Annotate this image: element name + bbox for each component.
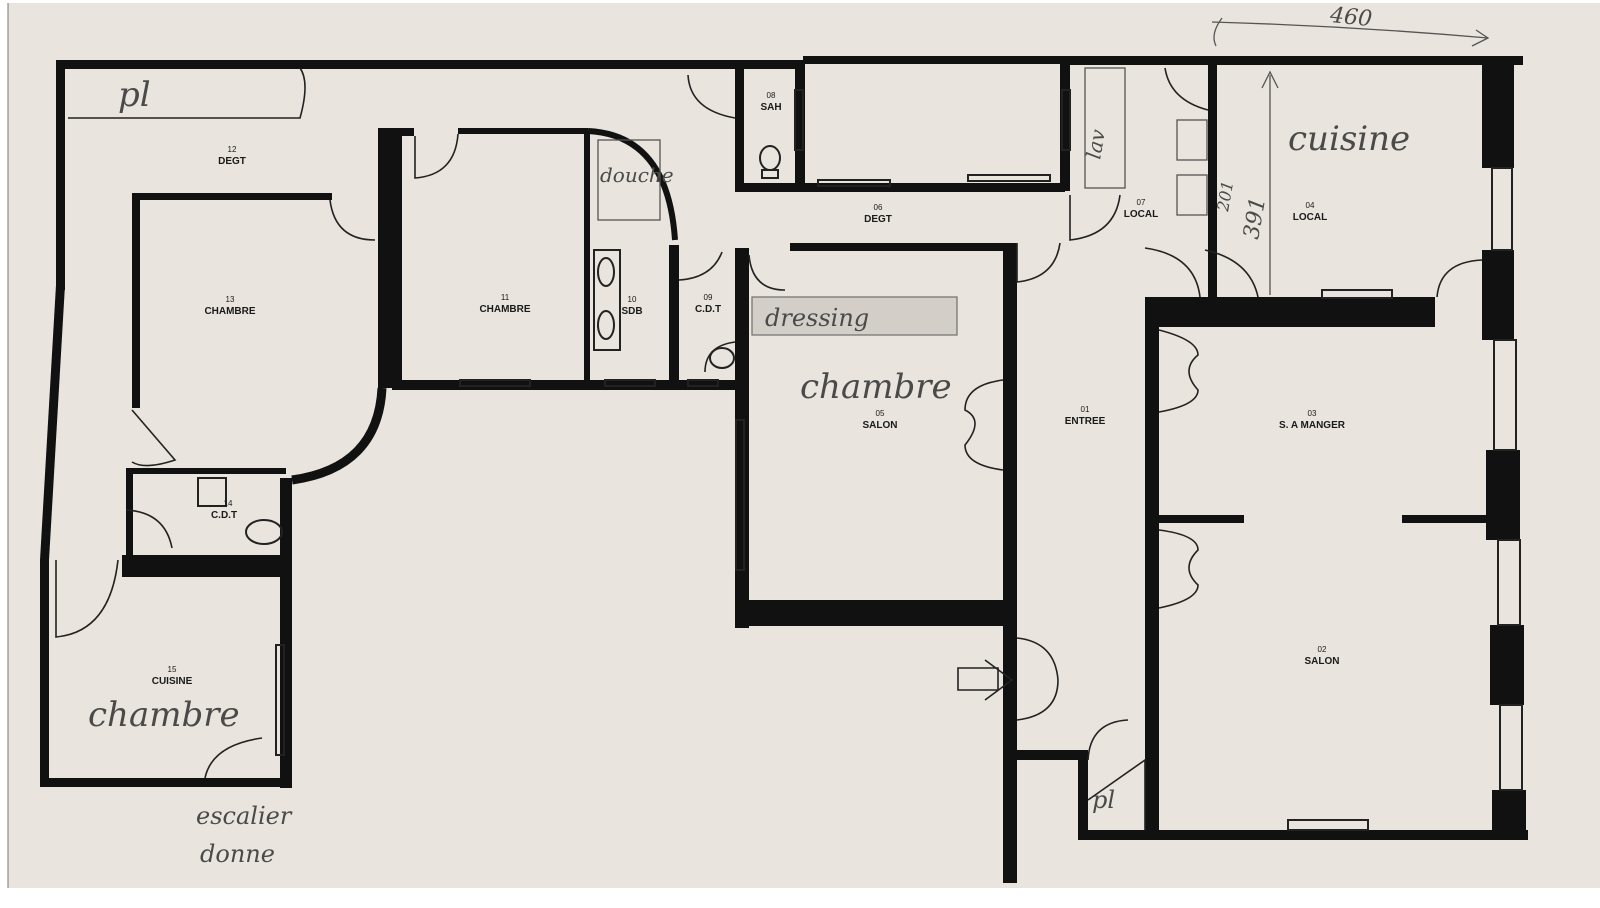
svg-text:SAH: SAH [760,102,781,113]
room-labels: 12 DEGT 13 CHAMBRE 11 CHAMBRE 10 SDB 09 … [152,91,1346,687]
room-03-salle-a-manger: 03 S. A MANGER [1279,409,1346,431]
svg-text:LOCAL: LOCAL [1293,212,1327,223]
svg-text:LOCAL: LOCAL [1124,209,1158,220]
svg-text:09: 09 [704,293,713,302]
svg-text:07: 07 [1137,198,1146,207]
svg-text:SDB: SDB [621,306,642,317]
room-06-degt: 06 DEGT [864,203,892,225]
fixtures [197,67,1208,701]
room-05-salon: 05 SALON [863,409,898,431]
windows [275,89,1393,831]
svg-text:12: 12 [228,145,237,154]
svg-text:01: 01 [1081,405,1090,414]
svg-text:06: 06 [874,203,883,212]
note-dressing: dressing [765,304,869,332]
svg-text:10: 10 [628,295,637,304]
note-chambre-center: chambre [800,367,952,407]
note-placard-top-left: pl [118,75,151,115]
room-02-salon: 02 SALON [1305,645,1340,667]
room-11-chambre: 11 CHAMBRE [479,293,530,315]
room-10-sdb: 10 SDB [621,295,642,317]
room-07-local: 07 LOCAL [1124,198,1158,220]
note-escalier-line1: escalier [196,802,293,830]
svg-text:13: 13 [226,295,235,304]
note-dimension-top: 460 [1328,3,1373,32]
note-chambre-bottom-left: chambre [88,695,240,735]
dimension-marks [1211,17,1490,295]
note-placard-bottom: pl [1092,786,1115,814]
svg-text:S. A MANGER: S. A MANGER [1279,420,1346,431]
svg-text:DEGT: DEGT [218,156,246,167]
room-13-chambre: 13 CHAMBRE [204,295,255,317]
room-12-degt: 12 DEGT [218,145,246,167]
svg-text:02: 02 [1318,645,1327,654]
svg-text:C.D.T: C.D.T [695,304,721,315]
note-cuisine: cuisine [1288,119,1410,159]
sink-icon [597,257,615,287]
room-09-cdt: 09 C.D.T [695,293,721,315]
entry-arrow-icon [957,659,1014,701]
svg-text:CUISINE: CUISINE [152,676,193,687]
note-douche: douche [600,163,674,187]
room-04-local: 04 LOCAL [1293,201,1327,223]
svg-text:C.D.T: C.D.T [211,510,237,521]
svg-text:DEGT: DEGT [864,214,892,225]
note-lav: lav [1081,127,1110,161]
door-swings [55,67,1483,830]
svg-text:04: 04 [1306,201,1315,210]
svg-text:11: 11 [501,293,510,302]
svg-text:CHAMBRE: CHAMBRE [204,306,255,317]
toilet-icon [709,347,735,369]
svg-text:CHAMBRE: CHAMBRE [479,304,530,315]
sink-icon [245,519,283,545]
walls [40,56,1528,883]
svg-text:03: 03 [1308,409,1317,418]
svg-text:SALON: SALON [1305,656,1340,667]
room-01-entree: 01 ENTREE [1065,405,1106,427]
svg-text:05: 05 [876,409,885,418]
room-14-cdt: 14 C.D.T [211,499,237,521]
dressing-box [751,296,958,336]
room-15-cuisine: 15 CUISINE [152,665,193,687]
room-08-san: 08 SAH [760,91,781,113]
handwritten-notes: 460 pl douche lav cuisine 391 201 dressi… [88,3,1410,868]
svg-text:SALON: SALON [863,420,898,431]
sink-icon [597,310,615,340]
svg-text:14: 14 [224,499,233,508]
svg-text:ENTREE: ENTREE [1065,416,1106,427]
svg-text:08: 08 [767,91,776,100]
svg-text:15: 15 [168,665,177,674]
note-escalier-line2: donne [200,840,275,868]
